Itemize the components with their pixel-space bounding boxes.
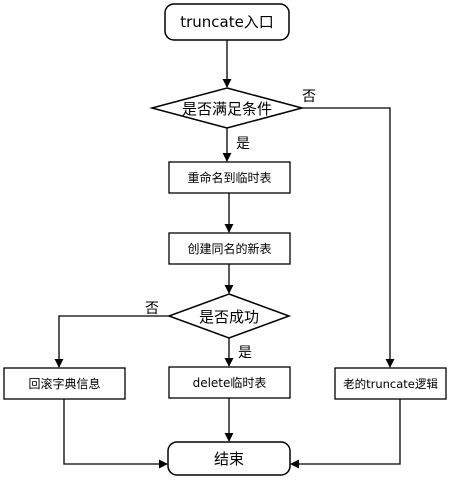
edge-rollback-to-end: [63, 399, 168, 469]
start-label: truncate入口: [180, 13, 274, 31]
delete-temp-label: delete临时表: [193, 376, 267, 390]
success-label: 是否成功: [199, 308, 259, 326]
rename-box: [168, 161, 291, 194]
old-logic-label: 老的truncate逻辑: [343, 377, 438, 391]
condition-no-label: 否: [302, 89, 316, 105]
edge-success-no: [54, 315, 169, 368]
success-no-label: 否: [145, 301, 159, 317]
edge-condition-no: [302, 107, 395, 368]
edge-old-logic-to-end: [290, 399, 401, 469]
create-table-label: 创建同名的新表: [187, 241, 271, 256]
end-node: [167, 441, 291, 476]
condition-yes-label: 是: [236, 136, 250, 152]
rename-label: 重命名到临时表: [187, 170, 271, 185]
old-logic-box: [334, 367, 447, 400]
end-label: 结束: [214, 450, 244, 468]
create-table-box: [168, 232, 291, 265]
rollback-label: 回滚字典信息: [28, 376, 100, 391]
condition-label: 是否满足条件: [182, 100, 272, 118]
success-yes-label: 是: [238, 345, 252, 361]
